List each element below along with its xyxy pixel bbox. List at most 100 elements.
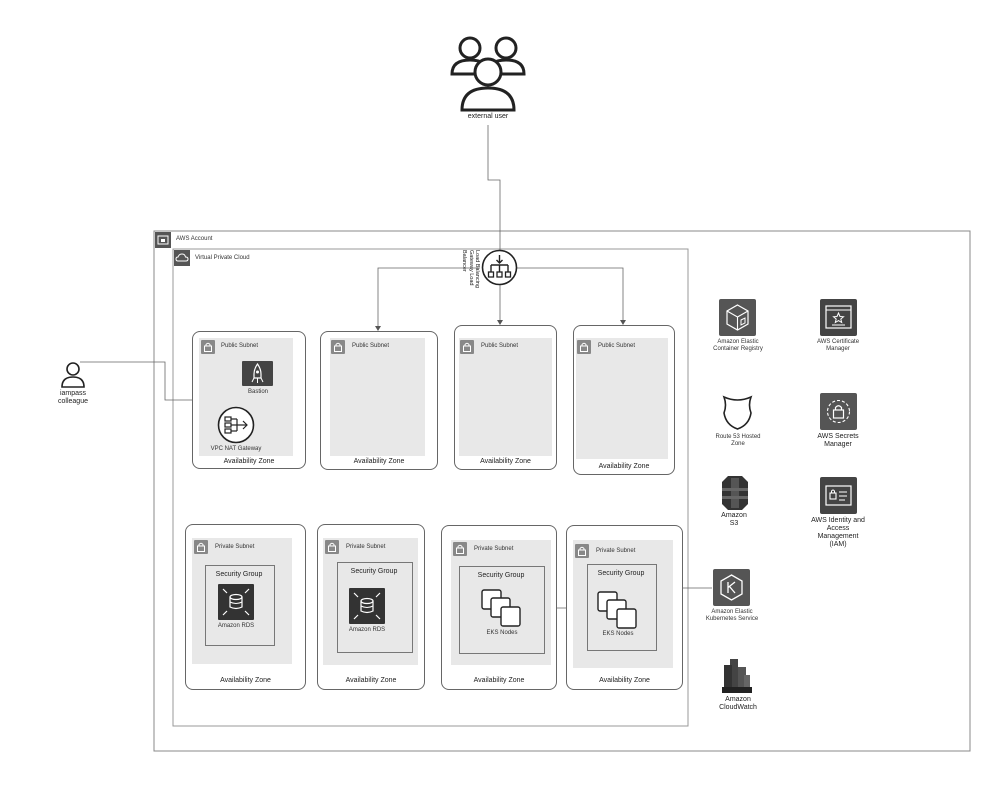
- ecr-label-line1: Amazon Elastic: [717, 339, 759, 345]
- aws-account-icon: [155, 232, 171, 248]
- security-group-label: Security Group: [477, 572, 525, 579]
- acm-label: AWS Certificate Manager: [805, 339, 871, 352]
- aws-account-boundary: [153, 230, 971, 752]
- nat-gateway-icon: [217, 406, 255, 444]
- secrets-label-line1: AWS Secrets: [817, 433, 859, 440]
- colleague-label-line2: colleague: [58, 398, 88, 406]
- lock-icon: [194, 540, 208, 554]
- external-user-label: external user: [467, 113, 509, 120]
- cloud-icon: [174, 250, 190, 266]
- bastion-icon: [242, 361, 273, 386]
- user-to-lb-line: [487, 125, 501, 250]
- eks-label: Amazon Elastic Kubernetes Service: [696, 609, 768, 622]
- route53-label-line1: Route 53 Hosted: [715, 434, 761, 440]
- iam-icon: [820, 477, 857, 514]
- iam-label-line4: (IAM): [829, 541, 847, 549]
- eks-nodes-label: EKS Nodes: [602, 631, 634, 637]
- cloudwatch-label-line2: CloudWatch: [719, 704, 757, 712]
- route53-shield-icon: [719, 393, 756, 431]
- s3-bucket-icon: [718, 474, 752, 512]
- lb-label-line1: Load Balancing: [474, 250, 480, 288]
- nat-gateway-label: VPC NAT Gateway: [210, 446, 262, 452]
- acm-label-line1: AWS Certificate: [816, 339, 860, 345]
- eks-nodes-label: EKS Nodes: [486, 630, 518, 636]
- vpc-label: Virtual Private Cloud: [195, 255, 250, 261]
- eks-nodes-icon: [597, 591, 639, 631]
- s3-label-line1: Amazon: [721, 512, 747, 519]
- public-subnet-4: [576, 338, 668, 459]
- acm-label-line2: Manager: [826, 345, 850, 352]
- public-subnet-3: [459, 338, 552, 456]
- colleague-label: iampass colleague: [43, 390, 103, 406]
- lock-icon: [201, 340, 215, 354]
- security-group-4: [587, 564, 657, 651]
- public-subnet-label: Public Subnet: [352, 343, 390, 349]
- rds-icon: [349, 588, 385, 624]
- s3-label: Amazon S3: [704, 512, 764, 528]
- private-subnet-label: Private Subnet: [596, 548, 636, 554]
- external-users-icon: [448, 34, 528, 112]
- security-group-1: [205, 565, 275, 646]
- ecr-icon: [719, 299, 756, 336]
- load-balancer-label: Load Balancing Gateway Load Balancer: [458, 250, 480, 288]
- certificate-icon: [820, 299, 857, 336]
- iam-label-line2: Access: [826, 525, 850, 533]
- az-label: Availability Zone: [220, 677, 271, 684]
- public-az-4: Public Subnet Availability Zone: [573, 325, 675, 475]
- public-subnet-label: Public Subnet: [481, 343, 519, 349]
- ecr-label-line2: Container Registry: [713, 345, 763, 352]
- rds-icon: [218, 584, 254, 620]
- colleague-user-icon: [59, 360, 87, 388]
- az-label: Availability Zone: [599, 677, 650, 684]
- public-az-3: Public Subnet Availability Zone: [454, 325, 557, 470]
- public-subnet-label: Public Subnet: [221, 343, 259, 349]
- aws-account-label: AWS Account: [176, 236, 213, 242]
- public-subnet-2: [330, 338, 425, 456]
- secrets-label: AWS Secrets Manager: [805, 433, 871, 449]
- lock-icon: [325, 540, 339, 554]
- private-subnet-label: Private Subnet: [474, 546, 514, 552]
- az-label: Availability Zone: [480, 458, 531, 465]
- az-label: Availability Zone: [353, 458, 405, 465]
- az-label: Availability Zone: [223, 458, 275, 465]
- eks-label-line1: Amazon Elastic: [711, 609, 753, 615]
- lock-icon: [575, 544, 589, 558]
- lock-icon: [453, 542, 467, 556]
- private-subnet-label: Private Subnet: [215, 544, 255, 550]
- security-group-label: Security Group: [215, 571, 263, 578]
- bastion-label: Bastion: [247, 389, 268, 395]
- security-group-label: Security Group: [597, 570, 645, 577]
- secrets-manager-icon: [820, 393, 857, 430]
- eks-label-line2: Kubernetes Service: [705, 615, 759, 622]
- security-group-3: [459, 566, 545, 654]
- iam-label-line1: AWS Identity and: [811, 517, 865, 524]
- lb-label-line2: Gateway Load: [467, 250, 474, 286]
- secrets-label-line2: Manager: [824, 441, 852, 449]
- cloudwatch-label: Amazon CloudWatch: [703, 696, 773, 712]
- security-group-2: [337, 562, 413, 653]
- colleague-label-line1: iampass: [59, 390, 87, 397]
- lock-icon: [331, 340, 345, 354]
- public-az-2: Public Subnet Availability Zone: [320, 331, 438, 470]
- az-label: Availability Zone: [345, 677, 397, 684]
- kubernetes-icon: [713, 569, 750, 606]
- cloudwatch-label-line1: Amazon: [725, 696, 751, 703]
- iam-label-line3: Management: [817, 533, 859, 541]
- cloudwatch-icon: [720, 657, 754, 695]
- eks-nodes-icon: [481, 589, 523, 629]
- az-label: Availability Zone: [473, 677, 525, 684]
- lb-to-az2-line: [377, 267, 480, 328]
- rds-label: Amazon RDS: [217, 623, 255, 629]
- iam-label: AWS Identity and Access Management (IAM): [803, 517, 873, 549]
- lock-icon: [460, 340, 474, 354]
- public-subnet-label: Public Subnet: [598, 343, 636, 349]
- load-balancer-icon: [481, 249, 518, 286]
- az-label: Availability Zone: [598, 463, 650, 470]
- vpc-boundary: [172, 248, 689, 727]
- security-group-label: Security Group: [350, 568, 398, 575]
- ecr-label: Amazon Elastic Container Registry: [703, 339, 773, 352]
- lb-to-az4-line: [517, 267, 624, 322]
- route53-label-line2: Zone: [731, 440, 745, 447]
- rds-label: Amazon RDS: [348, 627, 386, 633]
- route53-label: Route 53 Hosted Zone: [703, 434, 773, 447]
